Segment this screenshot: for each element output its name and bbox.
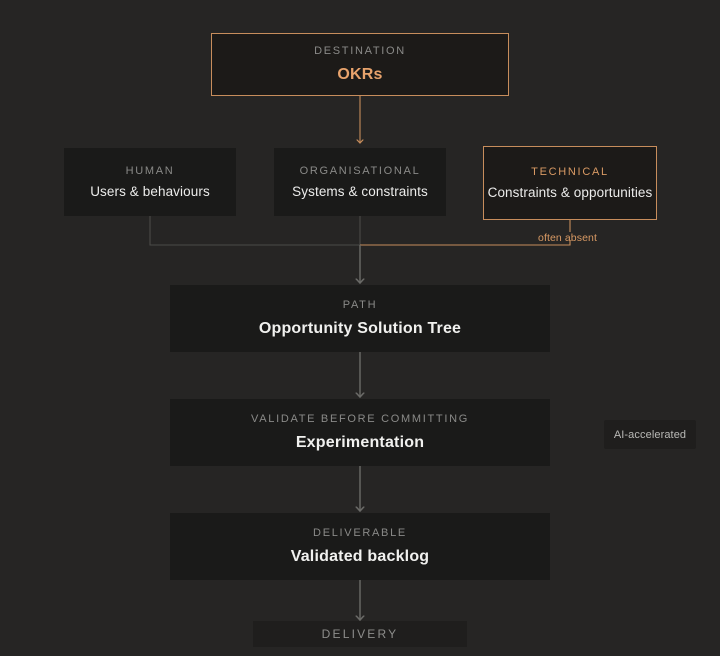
node-organisational[interactable]: ORGANISATIONAL Systems & constraints (274, 148, 446, 216)
node-experimentation-title: Experimentation (295, 433, 425, 451)
node-human[interactable]: HUMAN Users & behaviours (64, 148, 236, 216)
node-destination[interactable]: DESTINATION OKRs (211, 33, 509, 96)
node-path-eyebrow: PATH (342, 299, 378, 312)
node-destination-eyebrow: DESTINATION (314, 45, 406, 58)
node-deliverable-eyebrow: DELIVERABLE (313, 527, 407, 540)
node-deliverable-title: Validated backlog (290, 547, 430, 565)
node-organisational-eyebrow: ORGANISATIONAL (299, 165, 421, 178)
edge-label-often-absent: often absent (538, 232, 597, 244)
node-technical-eyebrow: TECHNICAL (531, 166, 609, 179)
node-destination-title: OKRs (337, 65, 383, 83)
connector-human-to-path (149, 216, 360, 246)
node-delivery[interactable]: DELIVERY (253, 621, 467, 647)
node-deliverable[interactable]: DELIVERABLE Validated backlog (170, 513, 550, 580)
node-technical-title: Constraints & opportunities (487, 184, 653, 200)
badge-ai-accelerated-label: AI-accelerated (613, 428, 687, 441)
node-path-title: Opportunity Solution Tree (258, 319, 462, 337)
node-organisational-title: Systems & constraints (292, 183, 428, 199)
node-path[interactable]: PATH Opportunity Solution Tree (170, 285, 550, 352)
node-human-eyebrow: HUMAN (125, 165, 175, 178)
node-experimentation-eyebrow: VALIDATE BEFORE COMMITTING (251, 413, 469, 426)
node-delivery-label: DELIVERY (321, 627, 399, 641)
node-experimentation[interactable]: VALIDATE BEFORE COMMITTING Experimentati… (170, 399, 550, 466)
badge-ai-accelerated: AI-accelerated (604, 420, 696, 449)
node-human-title: Users & behaviours (90, 183, 210, 199)
node-technical[interactable]: TECHNICAL Constraints & opportunities (483, 146, 657, 220)
